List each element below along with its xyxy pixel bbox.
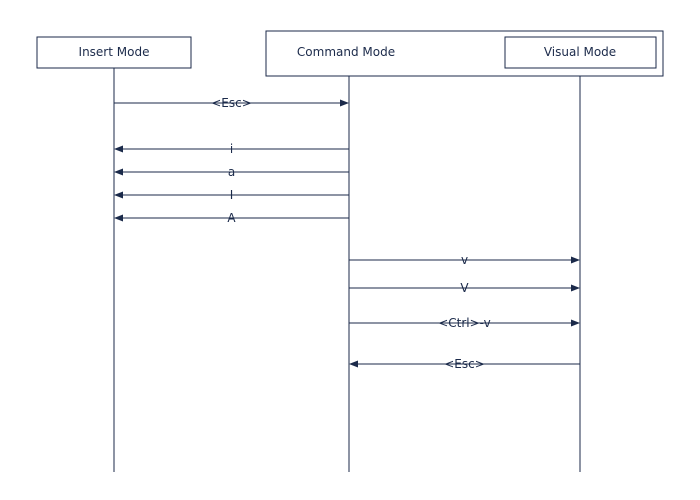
transition-label: <Esc> [444, 357, 485, 371]
transition-label: a [228, 165, 235, 179]
visual-mode-box [504, 36, 657, 69]
transition-arrowhead [114, 214, 123, 222]
transition-label: v [461, 253, 468, 267]
transition-message: v [0, 253, 580, 267]
transition-arrowhead [114, 191, 123, 199]
transition-label: A [227, 211, 236, 225]
transition-message: I [0, 188, 349, 202]
transition-label: <Ctrl>-v [438, 316, 491, 330]
transition-arrowhead [571, 256, 580, 264]
transition-label-background [0, 283, 10, 293]
transition-label-background [0, 318, 10, 328]
transition-label: <Esc> [211, 96, 252, 110]
transition-label-background [0, 213, 10, 223]
insert-mode-label: Insert Mode [79, 45, 150, 59]
transition-label-background [0, 359, 10, 369]
transition-label-background [0, 255, 10, 265]
transition-arrowhead [349, 360, 358, 368]
transition-message: <Ctrl>-v [0, 316, 580, 330]
transition-label: i [230, 142, 233, 156]
transition-arrowhead [114, 168, 123, 176]
transition-message: V [0, 281, 580, 295]
transition-label-background [0, 98, 10, 108]
transition-label-background [0, 190, 10, 200]
visual-mode-lane-header: Visual Mode [504, 36, 657, 69]
transition-label: V [460, 281, 469, 295]
transition-message: a [0, 165, 349, 179]
transition-label-background [0, 167, 10, 177]
transition-arrowhead [571, 284, 580, 292]
transition-arrowhead [571, 319, 580, 327]
insert-mode-lane-header: Insert Mode [36, 36, 192, 69]
command-mode-label: Command Mode [297, 45, 395, 59]
transition-message: <Esc> [0, 96, 349, 110]
visual-mode-label: Visual Mode [544, 45, 616, 59]
transition-label-background [0, 144, 10, 154]
transition-message: A [0, 211, 349, 225]
transition-message: i [0, 142, 349, 156]
transition-message: <Esc> [0, 357, 580, 371]
transition-arrowhead [340, 99, 349, 107]
insert-mode-box [36, 36, 192, 69]
transition-arrowhead [114, 145, 123, 153]
transition-label: I [230, 188, 234, 202]
